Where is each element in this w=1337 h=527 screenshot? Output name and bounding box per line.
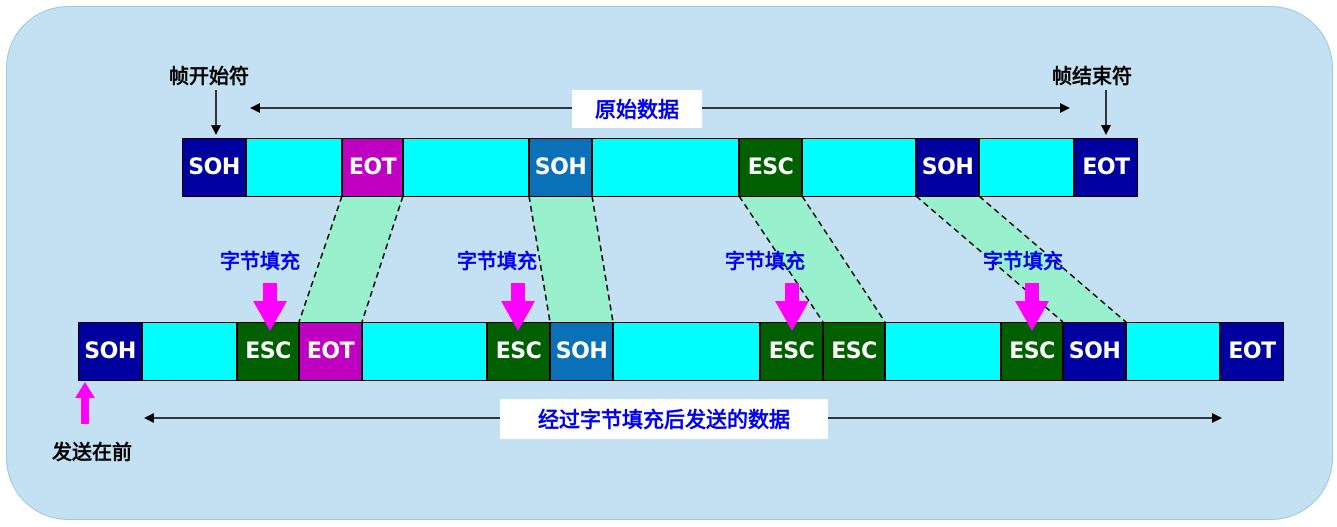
stuffing-label: 字节填充: [725, 249, 805, 273]
bottom-cell-data: [1126, 322, 1220, 381]
stuffing-label: 字节填充: [220, 249, 300, 273]
frame-end-label: 帧结束符: [1052, 64, 1132, 88]
top-cell-data: [592, 138, 739, 197]
bottom-cell-data: [362, 322, 487, 381]
stuff-link-soh-edge-right: [591, 195, 614, 323]
top-cell-eot: EOT: [342, 138, 403, 197]
stuff-link-eot-edge-left: [298, 195, 343, 323]
stuffed-data-label: 经过字节填充后发送的数据: [500, 399, 828, 439]
bottom-cell-eot: EOT: [299, 322, 362, 381]
send-first-label: 发送在前: [52, 440, 132, 464]
bottom-cell-eot-end: EOT: [1220, 322, 1284, 381]
top-cell-soh-start: SOH: [182, 138, 246, 197]
stuff-link-eot-edge-right: [361, 195, 404, 323]
bottom-cell-data: [142, 322, 237, 381]
top-cell-soh: SOH: [916, 138, 979, 197]
stuffing-label: 字节填充: [983, 249, 1063, 273]
original-data-label: 原始数据: [572, 90, 702, 128]
bottom-cell-soh: SOH: [1063, 322, 1126, 381]
stuff-link-soh: [529, 196, 613, 322]
stuff-link-eot: [299, 196, 403, 322]
frame-start-label: 帧开始符: [169, 64, 249, 88]
stuffing-label: 字节填充: [457, 249, 537, 273]
top-cell-esc: ESC: [739, 138, 802, 197]
bottom-cell-data: [885, 322, 1001, 381]
bottom-cell-esc-inserted: ESC: [760, 322, 823, 381]
stuff-link-esc: [739, 196, 885, 322]
stuff-link-soh-2-edge-right: [978, 195, 1127, 323]
bottom-cell-esc-inserted: ESC: [237, 322, 299, 381]
stuffing-arrow: [1015, 283, 1049, 331]
stuffing-arrow: [253, 283, 287, 331]
stuff-link-soh-edge-left: [528, 195, 551, 323]
stuff-link-soh-2: [916, 196, 1126, 322]
top-cell-data: [802, 138, 916, 197]
send-first-arrow: [75, 382, 95, 424]
top-cell-data: [979, 138, 1074, 197]
top-cell-eot-end: EOT: [1074, 138, 1138, 197]
stuffing-arrow: [501, 283, 535, 331]
stuff-link-esc-edge-right: [801, 195, 886, 323]
top-cell-soh: SOH: [529, 138, 592, 197]
bottom-cell-soh-start: SOH: [78, 322, 142, 381]
bottom-cell-esc-inserted: ESC: [1001, 322, 1063, 381]
stuffing-arrow: [775, 283, 809, 331]
bottom-cell-esc-inserted: ESC: [487, 322, 550, 381]
top-cell-data: [403, 138, 529, 197]
stuff-link-esc-edge-left: [738, 195, 824, 323]
bottom-cell-data: [613, 322, 760, 381]
top-cell-data: [246, 138, 342, 197]
bottom-cell-esc: ESC: [823, 322, 885, 381]
bottom-cell-soh: SOH: [550, 322, 613, 381]
